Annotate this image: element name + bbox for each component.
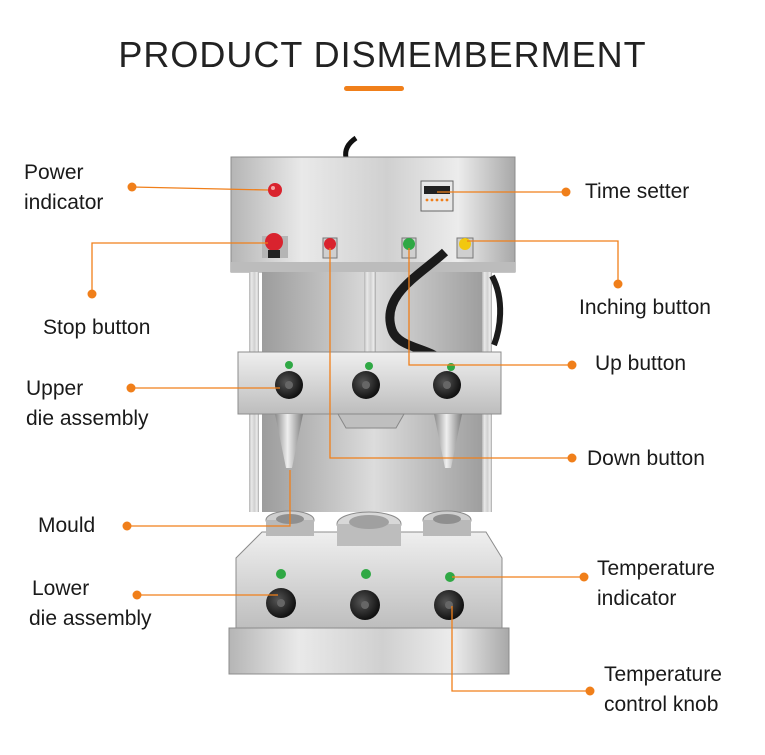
label-line: Temperature (597, 557, 715, 580)
label-line: Lower (32, 577, 90, 600)
page-title: PRODUCT DISMEMBERMENT (118, 34, 647, 75)
label-line: indicator (597, 587, 677, 610)
label-line: Upper (26, 377, 84, 400)
mould-right (422, 510, 472, 536)
upper-knob-2 (352, 362, 380, 399)
label-stop-button: Stop button (43, 316, 151, 339)
label-line: control knob (604, 693, 719, 716)
label-up-button: Up button (595, 352, 687, 375)
upper-knob-1 (275, 361, 303, 399)
cone-mould (434, 414, 462, 468)
cable-hose (385, 248, 449, 364)
time-setter-display (420, 180, 454, 212)
label-down-button: Down button (587, 447, 705, 470)
mould-center (336, 511, 402, 546)
label-line: Temperature (604, 663, 722, 686)
power-cord (343, 135, 358, 159)
lower-knob-3 (434, 572, 464, 620)
leader-lines (91, 186, 619, 692)
label-power-indicator: Power indicator (24, 158, 103, 218)
guide-post (364, 272, 376, 354)
cone-mould (275, 414, 303, 468)
label-lower-die-assembly: Lower die assembly (29, 574, 152, 634)
label-mould: Mould (38, 514, 96, 537)
label-line: die assembly (26, 407, 149, 430)
title-underline (344, 86, 404, 91)
label-line: Power (24, 161, 84, 184)
lower-knob-2 (350, 569, 380, 620)
power-indicator-light (268, 183, 282, 197)
upper-center-press (337, 413, 405, 429)
stop-button (262, 233, 288, 258)
label-temperature-indicator: Temperature indicator (597, 554, 715, 614)
label-upper-die-assembly: Upper die assembly (26, 374, 149, 434)
label-temperature-control-knob: Temperature control knob (604, 660, 722, 720)
label-time-setter: Time setter (585, 180, 690, 203)
label-line: die assembly (29, 607, 152, 630)
label-line: indicator (24, 191, 104, 214)
label-inching-button: Inching button (579, 296, 711, 319)
leader-dots (87, 182, 623, 696)
